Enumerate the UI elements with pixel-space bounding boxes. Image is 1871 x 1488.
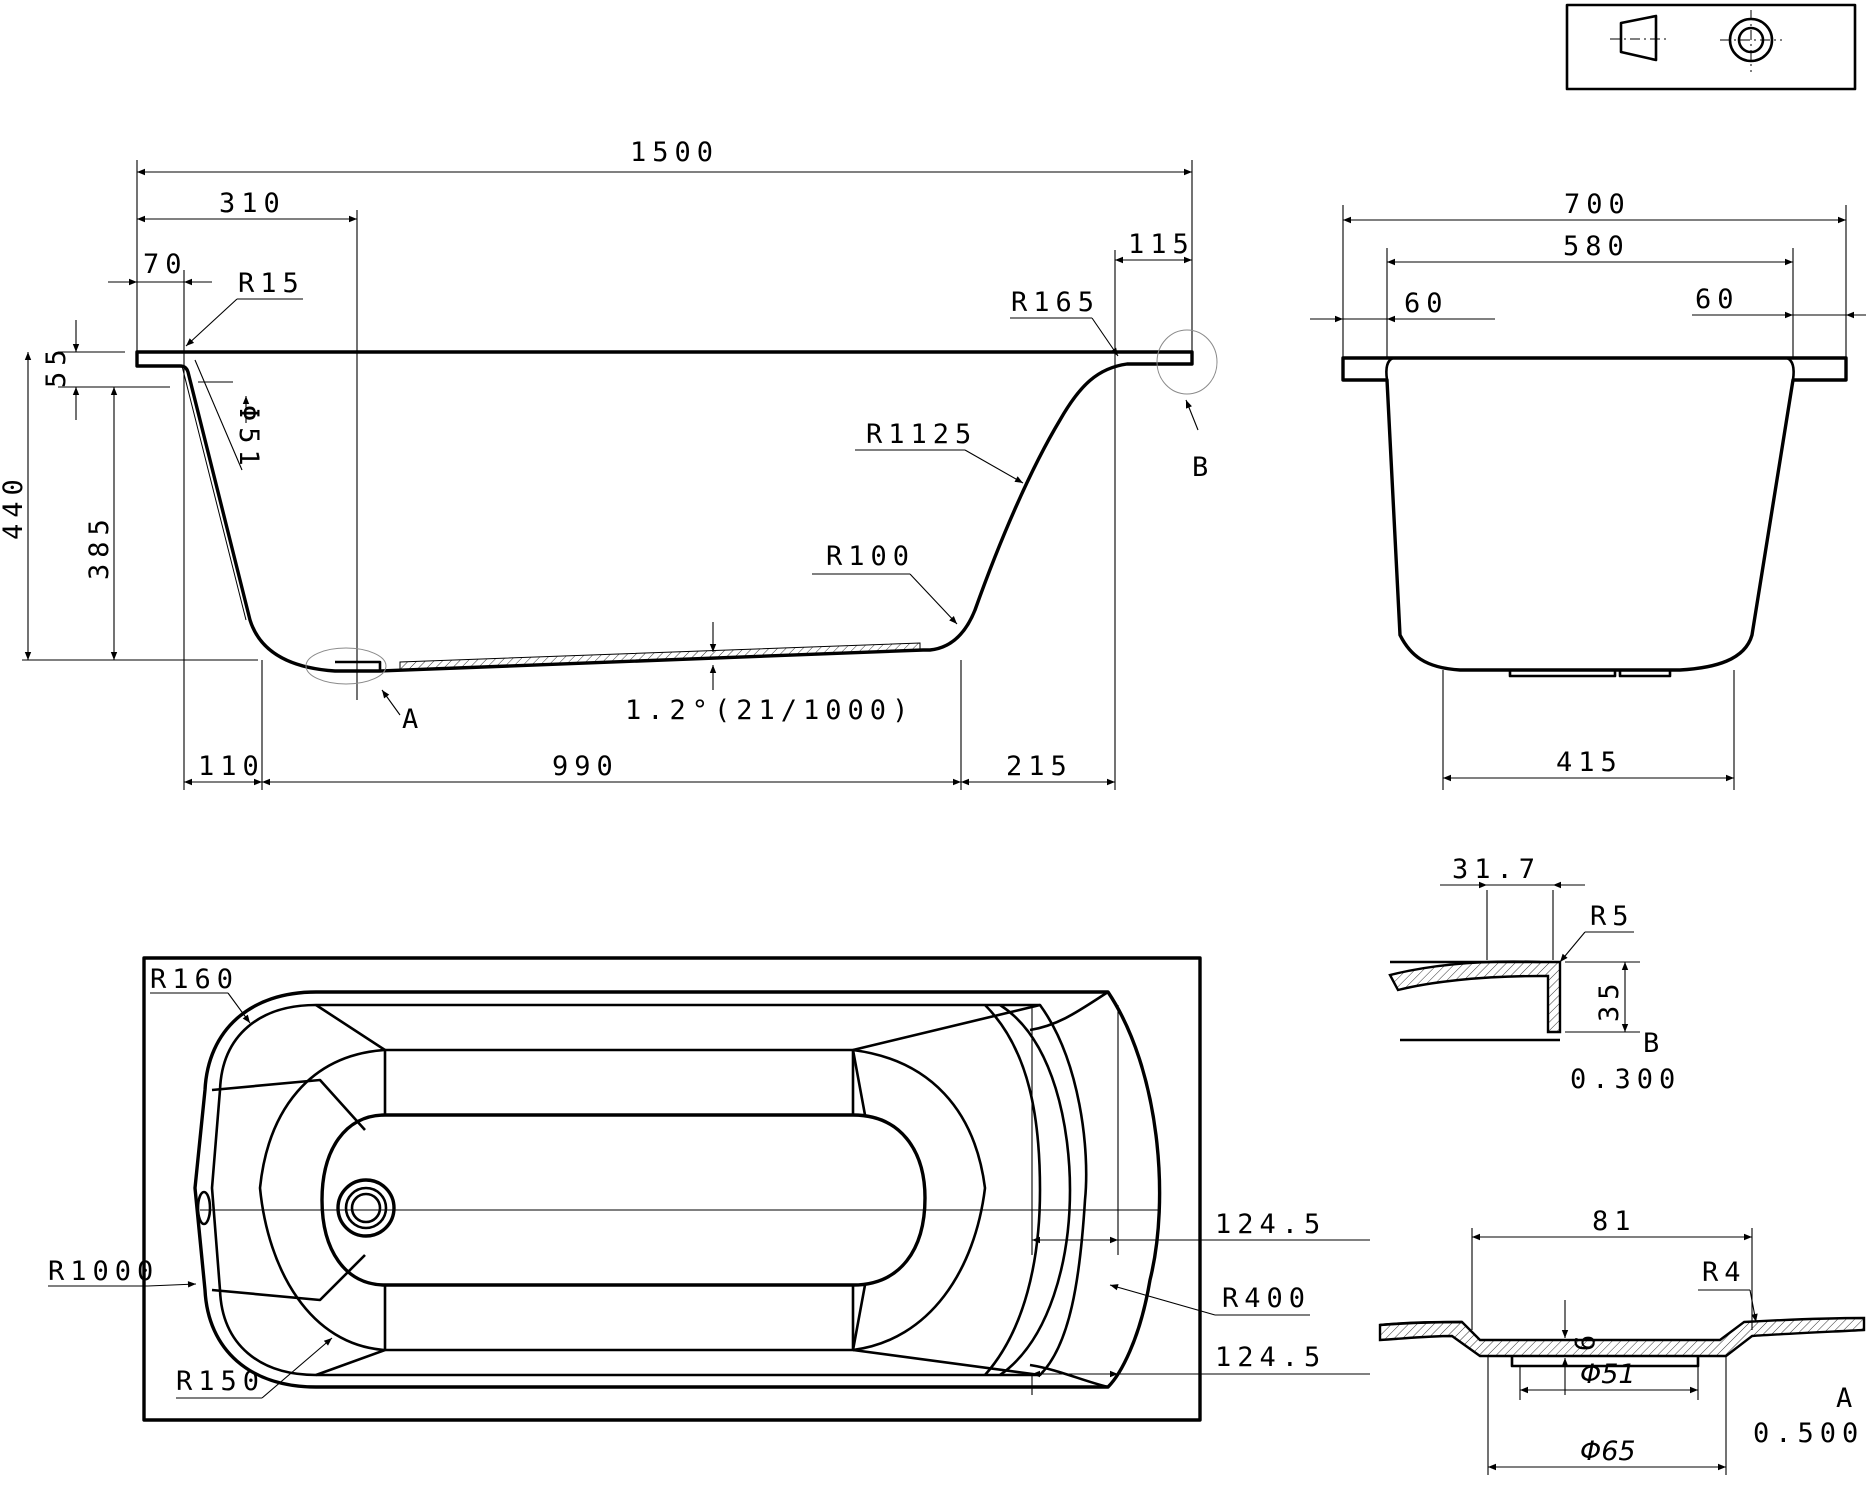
dim-35: 35 — [1594, 977, 1625, 1022]
dim-r165: R165 — [1011, 287, 1100, 318]
end-view-outline — [1341, 356, 1848, 672]
dim-81: 81 — [1592, 1206, 1637, 1237]
top-view-floor — [320, 1113, 927, 1287]
dim-phi65: Φ65 — [1580, 1436, 1636, 1467]
dim-r150: R150 — [176, 1366, 265, 1397]
dim-r4: R4 — [1702, 1257, 1747, 1288]
top-view-rim — [142, 956, 1202, 1422]
dim-415: 415 — [1556, 747, 1623, 778]
callout-b: B — [1192, 452, 1214, 483]
detail-a-section — [1378, 1316, 1866, 1358]
top-view: R160 R1000 R150 R400 124.5 124.5 — [48, 956, 1370, 1422]
dim-700: 700 — [1564, 189, 1631, 220]
callout-a: A — [402, 704, 424, 735]
dim-385: 385 — [84, 513, 115, 580]
dim-phi51-overflow: Φ51 — [233, 405, 264, 472]
dim-215: 215 — [1006, 751, 1073, 782]
dim-55: 55 — [41, 343, 72, 388]
side-view: 1500 310 70 R15 115 R165 55 440 385 Φ51 — [0, 137, 1218, 790]
dim-110: 110 — [198, 751, 265, 782]
truncated-cone-icon — [1619, 14, 1658, 62]
dim-990: 990 — [552, 751, 619, 782]
dim-124-5-top: 124.5 — [1215, 1209, 1326, 1240]
detail-a: 81 R4 9 Φ51 Φ65 A 0.500 — [1378, 1206, 1866, 1475]
dim-r1000: R1000 — [48, 1256, 159, 1287]
dim-124-5-bottom: 124.5 — [1215, 1342, 1326, 1373]
projection-symbol — [1565, 3, 1857, 91]
detail-b-label: B — [1643, 1028, 1665, 1059]
side-view-outline — [135, 350, 1194, 673]
dim-r100: R100 — [826, 541, 915, 572]
dim-115: 115 — [1128, 229, 1195, 260]
detail-a-scale: 0.500 — [1753, 1418, 1864, 1449]
dim-440: 440 — [0, 473, 29, 540]
dim-60-left: 60 — [1404, 288, 1449, 319]
dim-310: 310 — [219, 188, 286, 219]
detail-a-label: A — [1836, 1383, 1858, 1414]
dim-60-right: 60 — [1695, 284, 1740, 315]
dim-r1125: R1125 — [866, 419, 977, 450]
dim-r400: R400 — [1222, 1283, 1311, 1314]
dim-31-7: 31.7 — [1452, 854, 1541, 885]
end-view: 700 580 60 60 415 — [1310, 189, 1866, 790]
drain-icon — [336, 1178, 396, 1238]
dim-70: 70 — [143, 249, 188, 280]
overflow-icon — [196, 1190, 212, 1226]
dim-phi51: Φ51 — [1580, 1359, 1636, 1390]
dim-9: 9 — [1568, 1335, 1599, 1357]
detail-b: 31.7 R5 35 B 0.300 — [1388, 854, 1681, 1095]
dim-r15: R15 — [238, 268, 305, 299]
top-view-bowl-edge — [193, 990, 1162, 1389]
dim-r160: R160 — [150, 964, 239, 995]
detail-b-scale: 0.300 — [1570, 1064, 1681, 1095]
dim-580: 580 — [1563, 231, 1630, 262]
dim-r5: R5 — [1590, 901, 1635, 932]
dim-slope: 1.2°(21/1000) — [625, 695, 914, 726]
dim-1500: 1500 — [630, 137, 719, 168]
detail-b-marker — [1156, 329, 1218, 395]
detail-a-marker — [305, 647, 387, 685]
detail-b-section — [1388, 960, 1562, 1034]
